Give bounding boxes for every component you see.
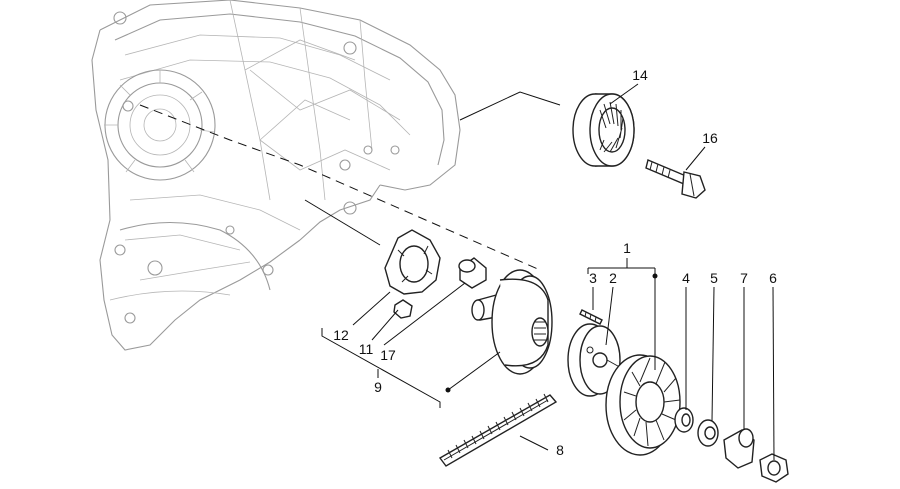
- bolt-part-16: [645, 159, 706, 199]
- ramp-plate-part-2: [567, 323, 626, 397]
- callout-5: 5: [710, 270, 718, 286]
- callout-6: 6: [769, 270, 777, 286]
- callout-16: 16: [702, 130, 718, 146]
- belt-part-8: [438, 393, 558, 467]
- callout-3: 3: [589, 270, 597, 286]
- crankcase-outline: [91, 0, 461, 351]
- nut-part-6: [759, 453, 789, 483]
- washer-part-4: [674, 407, 694, 433]
- callout-1: 1: [623, 240, 631, 256]
- callout-9: 9: [374, 379, 382, 395]
- washer-part-5: [697, 419, 719, 447]
- callout-17: 17: [380, 347, 396, 363]
- bearing-part-14: [572, 93, 635, 167]
- axis-lines: [139, 91, 561, 271]
- movable-pulley-fan: [605, 354, 681, 456]
- callout-labels: 1 2 3 4 5 6 7 8 9 11 12 14 16 17: [333, 67, 777, 458]
- callout-7: 7: [740, 270, 748, 286]
- bushing-part-17: [458, 257, 487, 289]
- callout-4: 4: [682, 270, 690, 286]
- callout-2: 2: [609, 270, 617, 286]
- callout-11: 11: [359, 341, 374, 357]
- callout-12: 12: [333, 327, 349, 343]
- callout-14: 14: [632, 67, 648, 83]
- bushing-part-7: [723, 428, 755, 469]
- pulley-part-9: [471, 269, 553, 375]
- leader-lines: [321, 83, 775, 461]
- cam-plate-part-12: [384, 229, 441, 295]
- screw-part-3: [579, 309, 603, 325]
- callout-8: 8: [556, 442, 564, 458]
- spacer-part-11: [393, 299, 413, 319]
